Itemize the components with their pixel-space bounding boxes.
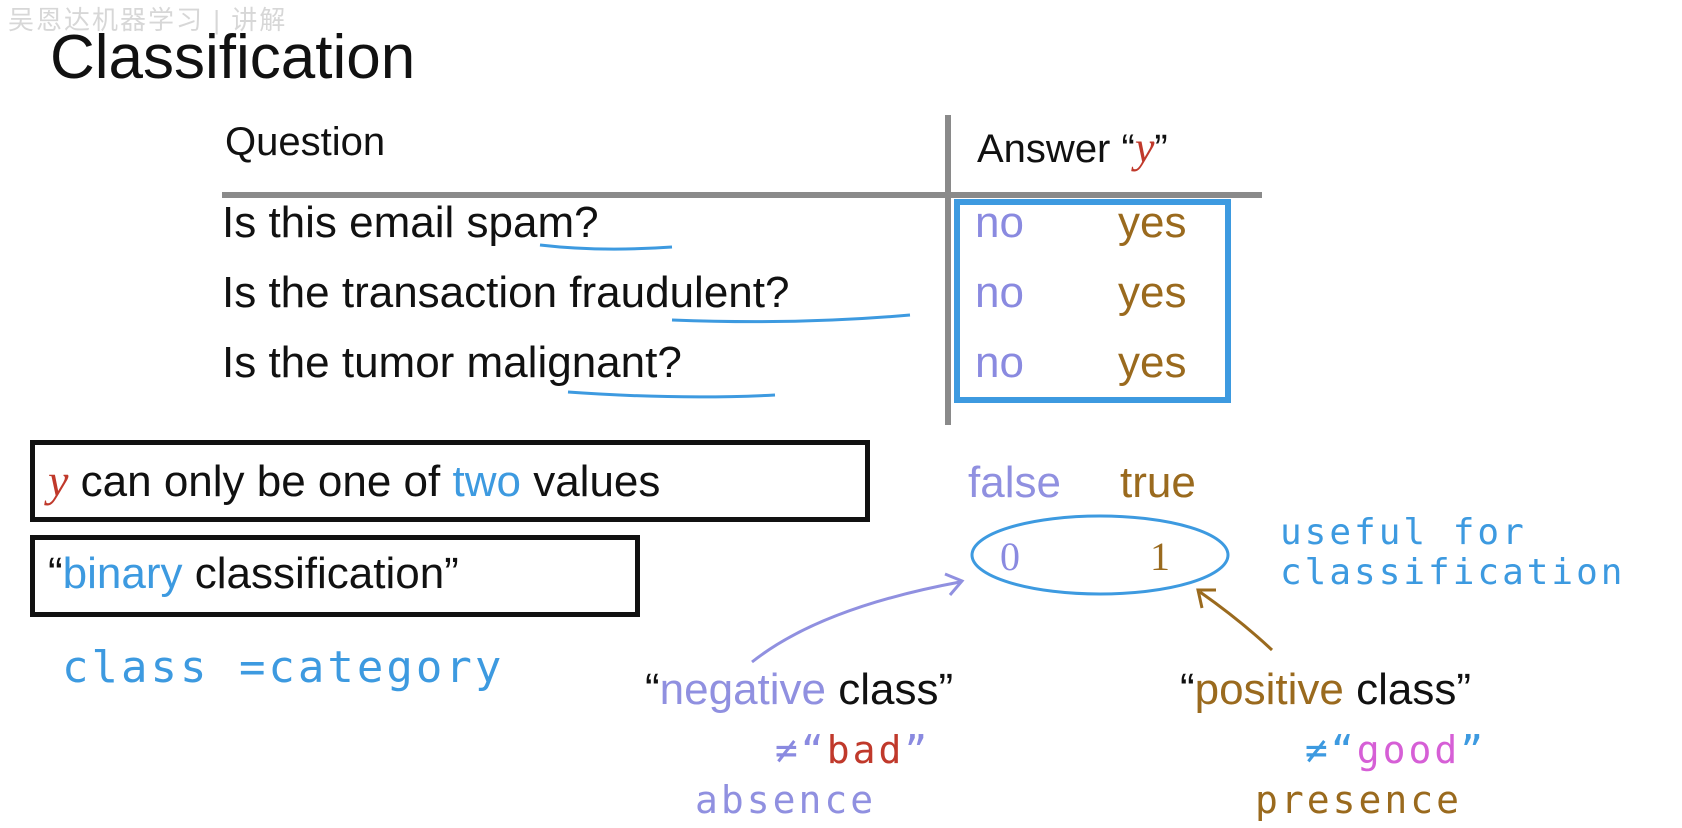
binary-classification-text: “binary classification” [48, 549, 459, 599]
binary-highlight: binary [62, 549, 183, 598]
bad-word: bad [826, 728, 905, 772]
negative-arrowhead [944, 572, 965, 596]
question-row-2: Is the transaction fraudulent? [222, 268, 789, 318]
question-text: Is the transaction [222, 268, 570, 317]
not-bad-note: ≠“bad” [775, 728, 930, 772]
negative-class-label: “negative class” [645, 665, 953, 715]
values-ellipse [970, 514, 1230, 596]
answer-no-3: no [975, 338, 1024, 387]
header-answer-prefix: Answer “ [977, 127, 1135, 171]
header-question: Question [225, 120, 386, 164]
answer-yes-1: yes [1118, 198, 1187, 247]
answer-no-1: no [975, 198, 1024, 247]
positive-class-label: “positive class” [1180, 665, 1471, 715]
binary-classification-box [30, 535, 640, 617]
spam-underline [539, 243, 673, 251]
answers-highlight-box [954, 199, 1231, 403]
question-keyword: fraudulent [569, 268, 765, 317]
close-quote: ” [904, 728, 931, 772]
question-text: Is the tumor [222, 338, 467, 387]
class-category-note: class =category [62, 642, 505, 693]
positive-arrow [1199, 590, 1274, 652]
malignant-underline [567, 390, 776, 399]
value-one: 1 [1150, 534, 1170, 579]
answer-yes-3: yes [1118, 338, 1187, 387]
not-equal-sign: ≠“ [1305, 728, 1357, 772]
two-values-text-2: values [520, 457, 661, 506]
positive-rest: class” [1343, 665, 1471, 714]
close-quote: ” [1460, 728, 1487, 772]
open-quote: “ [48, 549, 63, 598]
negative-rest: class” [826, 665, 954, 714]
useful-note-line-2: classification [1280, 552, 1626, 593]
negative-word: negative [659, 665, 827, 714]
negative-open-quote: “ [645, 665, 660, 714]
presence-note: presence [1255, 778, 1463, 822]
positive-arrowhead [1196, 588, 1216, 609]
watermark: 吴恩达机器学习 | 讲解 [8, 5, 288, 35]
negative-arrow [751, 580, 961, 664]
y-variable: y [48, 455, 69, 506]
header-answer-var: y [1134, 123, 1155, 172]
two-highlight: two [452, 457, 521, 506]
question-row-3: Is the tumor malignant? [222, 338, 682, 388]
true-label: true [1120, 458, 1196, 507]
question-row-1: Is this email spam? [222, 198, 599, 248]
positive-word: positive [1194, 665, 1344, 714]
question-mark: ? [765, 268, 790, 317]
question-keyword: spam [466, 198, 575, 247]
answer-yes-2: yes [1118, 268, 1187, 317]
two-values-box [30, 440, 870, 522]
value-zero: 0 [1000, 534, 1020, 579]
not-equal-sign: ≠“ [775, 728, 827, 772]
binary-rest: classification” [182, 549, 459, 598]
answer-no-2: no [975, 268, 1024, 317]
question-mark: ? [574, 198, 599, 247]
two-values-text: y can only be one of two values [48, 454, 660, 507]
positive-open-quote: “ [1180, 665, 1195, 714]
good-word: good [1356, 728, 1461, 772]
useful-note-line-1: useful for [1280, 512, 1527, 553]
fraudulent-underline [671, 313, 911, 324]
page-title: Classification [50, 23, 416, 92]
question-text: Is this email [222, 198, 467, 247]
false-label: false [968, 458, 1061, 507]
header-answer: Answer “y” [977, 122, 1168, 173]
absence-note: absence [695, 778, 877, 822]
not-good-note: ≠“good” [1305, 728, 1486, 772]
header-answer-suffix: ” [1154, 127, 1168, 171]
question-mark: ? [657, 338, 682, 387]
two-values-text-1: can only be one of [68, 457, 453, 506]
question-keyword: malignant [466, 338, 658, 387]
